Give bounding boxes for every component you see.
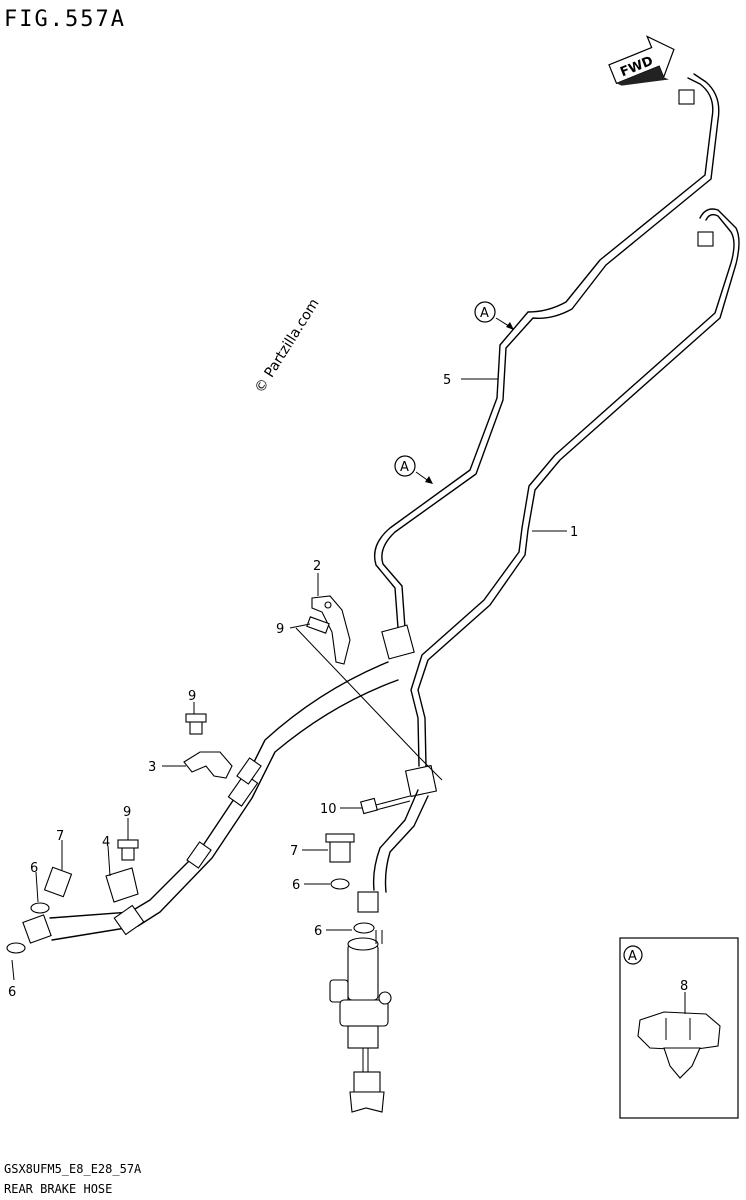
guide-line bbox=[295, 627, 421, 759]
callout-6-a: 6 bbox=[30, 861, 38, 876]
washer-part-6-b bbox=[6, 942, 26, 954]
callout-3: 3 bbox=[148, 760, 156, 775]
callout-9-middle: 9 bbox=[188, 689, 196, 704]
figure-title: FIG.557A bbox=[4, 7, 126, 32]
hose-sleeve-2 bbox=[236, 757, 262, 785]
bracket-part-2 bbox=[311, 595, 351, 665]
hose-sleeve-3 bbox=[186, 841, 212, 869]
rear-master-cylinder bbox=[329, 930, 392, 1113]
union-bolt-part-7-right bbox=[325, 833, 355, 863]
callout-6-c: 6 bbox=[292, 878, 300, 893]
washer-part-6-d bbox=[353, 922, 375, 934]
hose-end-fitting bbox=[22, 914, 52, 944]
bolt-part-9-middle bbox=[185, 713, 207, 735]
hose-sleeve-4 bbox=[113, 904, 145, 936]
bolt-part-9-upper bbox=[306, 616, 330, 634]
inset-box-ref-a: A bbox=[619, 937, 739, 1119]
callout-1: 1 bbox=[570, 525, 578, 540]
callout-8: 8 bbox=[680, 979, 688, 994]
brake-pipe-1 bbox=[410, 208, 740, 767]
callout-5: 5 bbox=[443, 373, 451, 388]
callout-9-upper: 9 bbox=[276, 622, 284, 637]
footer-code: GSX8UFM5_E8_E28_57A bbox=[4, 1162, 142, 1176]
clamp-part-3 bbox=[183, 751, 233, 779]
pipe-clip-part-8 bbox=[637, 1011, 721, 1079]
callout-4: 4 bbox=[102, 835, 110, 850]
bracket-part-4 bbox=[105, 867, 139, 903]
ref-a-marker-2: A bbox=[394, 455, 433, 484]
callout-7-right: 7 bbox=[290, 844, 298, 859]
washer-part-6-a bbox=[30, 902, 50, 914]
union-bolt-part-7-left bbox=[43, 866, 73, 898]
leader-lines bbox=[11, 378, 686, 1014]
ref-a-marker-1: A bbox=[474, 301, 514, 330]
callout-2: 2 bbox=[313, 559, 321, 574]
hose-lower-fitting bbox=[357, 891, 379, 913]
ref-a-label-1: A bbox=[480, 306, 489, 321]
callout-10: 10 bbox=[320, 802, 337, 817]
bolt-part-9-lower bbox=[117, 839, 139, 861]
callout-6-d: 6 bbox=[314, 924, 322, 939]
pipe-joint-upper bbox=[381, 624, 415, 660]
bolt-part-10 bbox=[360, 795, 411, 815]
pipe-1-end-fitting bbox=[697, 231, 714, 247]
pipe-joint-lower bbox=[404, 764, 438, 798]
callout-7-left: 7 bbox=[56, 829, 64, 844]
callout-6-b: 6 bbox=[8, 985, 16, 1000]
section-title: REAR BRAKE HOSE bbox=[4, 1182, 112, 1196]
fwd-arrow-icon: FWD bbox=[608, 35, 675, 86]
pipe-5-end-fitting bbox=[678, 89, 695, 105]
ref-a-label-2: A bbox=[400, 460, 409, 475]
callout-9-lower: 9 bbox=[123, 805, 131, 820]
brake-hose bbox=[22, 661, 399, 944]
ref-a-label-3: A bbox=[628, 949, 637, 964]
washer-part-6-c bbox=[330, 878, 350, 890]
brake-pipe-5 bbox=[373, 73, 720, 629]
watermark: © Partzilla.com bbox=[252, 296, 323, 396]
